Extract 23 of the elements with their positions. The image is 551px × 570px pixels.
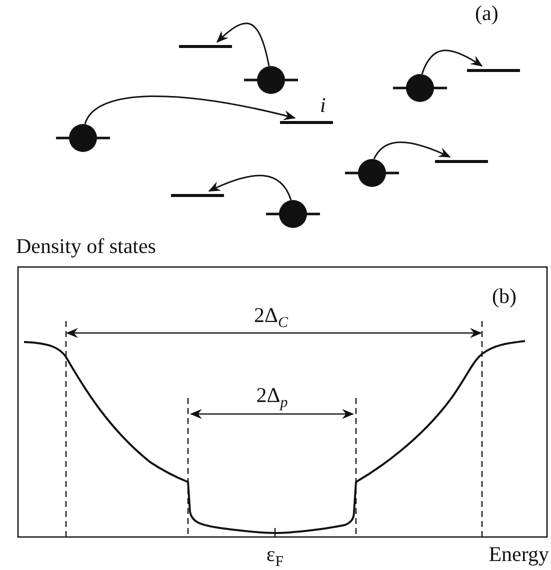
hop-arrow (216, 22, 270, 66)
occupied-site (393, 74, 447, 102)
occupied-site (56, 124, 110, 152)
occupied-site (266, 200, 320, 228)
panel-label: (b) (492, 286, 516, 307)
hop-arrow (208, 174, 292, 200)
axis-title: Density of states (16, 236, 156, 257)
axis-label: ε$_{F}$ (266, 544, 284, 570)
site-label: i (320, 95, 326, 116)
occupied-site (345, 159, 399, 187)
energy-level (280, 121, 333, 124)
hop-arrow (421, 50, 483, 74)
hop-arrow (84, 96, 296, 124)
energy-level (467, 69, 520, 72)
energy-level (435, 160, 488, 163)
occupied-site (244, 66, 298, 94)
gap-label: 2Δ$_{p}$ (256, 385, 288, 411)
panel-label: (a) (475, 3, 498, 24)
gap-label: 2Δ$_{C}$ (254, 305, 288, 331)
hop-arrow (373, 142, 451, 160)
energy-level (179, 45, 232, 48)
axis-label: Energy (488, 544, 549, 565)
energy-level (171, 194, 224, 197)
